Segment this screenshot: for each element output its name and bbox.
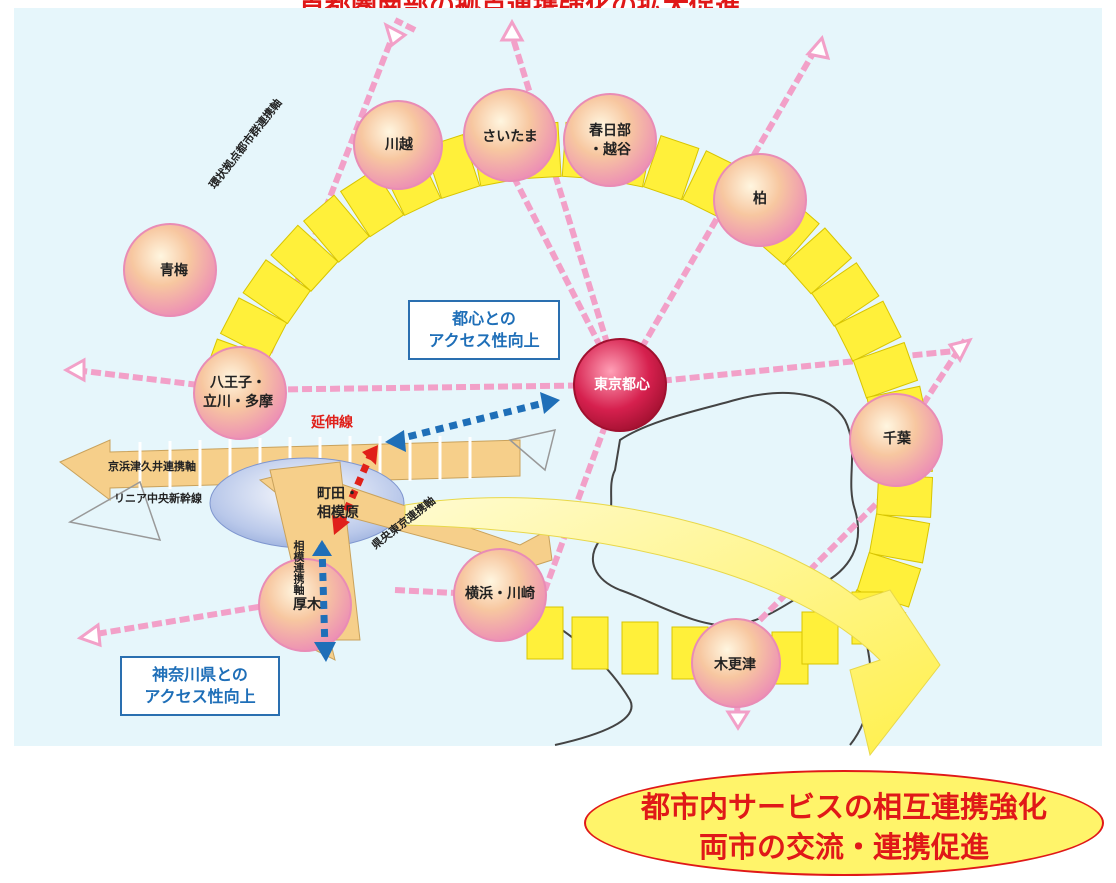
ring-segment: [868, 513, 931, 564]
city-circle-tokyo: [573, 338, 667, 432]
axis-label-sagami: 相模連携軸: [292, 540, 305, 595]
city-label-kashiwa: 柏: [753, 191, 767, 207]
ring-segment: [783, 227, 853, 295]
axis-label-linear: リニア中央新幹線: [114, 492, 202, 505]
city-circle-yokohama: [453, 548, 547, 642]
city-label-kawagoe: 川越: [385, 137, 413, 153]
city-label-kisarazu: 木更津: [714, 657, 756, 673]
city-circle-chiba: [849, 393, 943, 487]
callout-kanagawa-access: 神奈川県との アクセス性向上: [120, 656, 280, 716]
city-circle-kawagoe: [353, 100, 443, 190]
city-circle-kashiwa: [713, 153, 807, 247]
red-arrowhead-bottom: [332, 515, 350, 535]
tokyo-blue-arrowhead-right: [540, 392, 560, 414]
triangle-right: [508, 429, 557, 472]
ring-segment: [270, 224, 339, 292]
city-circle-atsugi: [258, 558, 352, 652]
callout-tokyo-access: 都心との アクセス性向上: [408, 300, 560, 360]
axis-label-keihin: 京浜津久井連携軸: [108, 460, 196, 473]
kanagawa-blue-arrow: [318, 544, 329, 651]
city-circle-kasukabe: [563, 93, 657, 187]
ring-segment: [242, 259, 311, 325]
triangle-left: [67, 480, 162, 541]
city-label-hachioji: 八王子・ 立川・多摩: [203, 375, 273, 410]
city-circle-kisarazu: [691, 618, 781, 708]
ring-segment: [642, 134, 700, 201]
ring-segment: [621, 621, 659, 675]
ring-segment: [302, 194, 370, 263]
city-circle-ome: [123, 223, 217, 317]
city-circle-saitama: [463, 88, 557, 182]
tokyo-blue-arrow: [394, 398, 549, 444]
red-arrowhead-top: [362, 445, 378, 465]
city-circles: [123, 88, 943, 708]
city-label-machida: 町田・ 相模原: [317, 486, 359, 521]
pink-arrowheads: [62, 18, 973, 731]
ring-segment: [571, 616, 609, 670]
ring-segment: [811, 262, 880, 327]
ring-segment: [852, 341, 919, 399]
kanagawa-blue-arrowhead-up: [312, 540, 332, 556]
banner-line-1: 都市内サービスの相互連携強化: [640, 790, 1047, 824]
conclusion-banner: 都市内サービスの相互連携強化 両市の交流・連携促進: [584, 770, 1104, 876]
city-label-ome: 青梅: [160, 263, 188, 279]
banner-ellipse: [584, 770, 1104, 876]
city-label-yokohama: 横浜・川崎: [465, 586, 535, 602]
ring-segment: [219, 297, 288, 359]
extension-label: 延伸線: [311, 415, 353, 431]
city-label-atsugi: 厚木: [293, 597, 321, 613]
kanagawa-blue-arrowhead: [314, 642, 336, 662]
tokyo-blue-arrowhead-left: [385, 430, 406, 452]
city-circle-hachioji: [193, 346, 287, 440]
big-yellow-arrow: [404, 497, 941, 757]
ring-segment: [339, 168, 405, 238]
ring-segment: [834, 300, 902, 362]
city-label-kasukabe: 春日部 ・越谷: [589, 123, 631, 158]
city-label-tokyo: 東京都心: [594, 377, 650, 393]
banner-line-2: 両市の交流・連携促進: [698, 830, 989, 864]
city-label-saitama: さいたま: [482, 129, 538, 145]
city-label-chiba: 千葉: [883, 431, 911, 447]
